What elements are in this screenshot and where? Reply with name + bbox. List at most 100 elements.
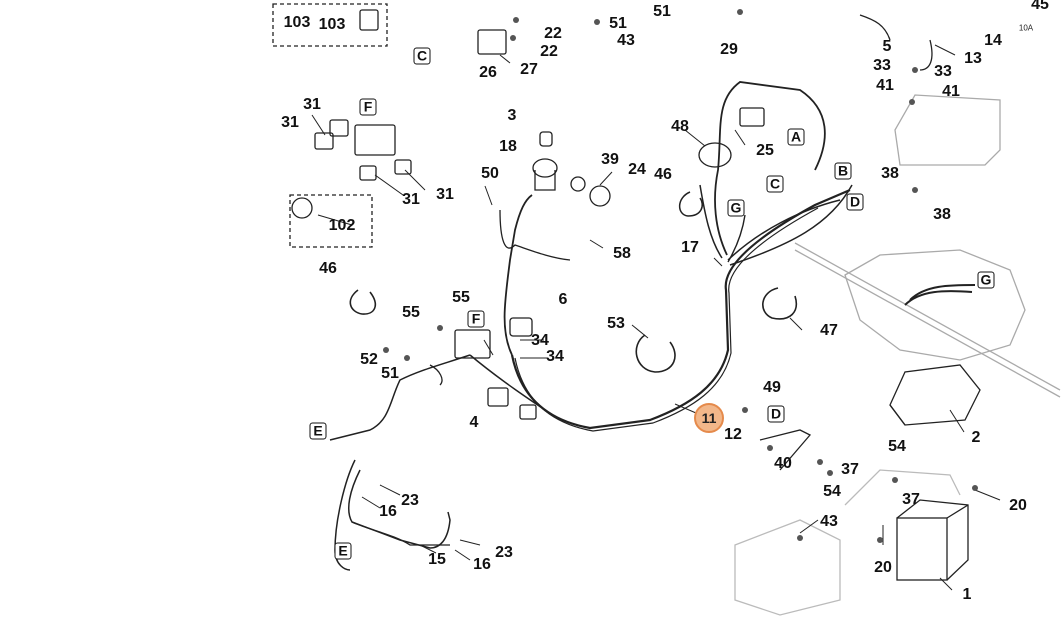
fastener-9 xyxy=(972,485,978,491)
horn-48 xyxy=(698,142,732,168)
connector-marker-F: F xyxy=(467,310,485,328)
fastener-16 xyxy=(737,9,743,15)
fastener-4 xyxy=(742,407,748,413)
callout-31b: 31 xyxy=(281,114,299,131)
connector-marker-B: B xyxy=(834,162,852,180)
callout-23b: 23 xyxy=(495,544,513,561)
callout-39: 39 xyxy=(601,151,619,168)
callout-53: 53 xyxy=(607,315,625,332)
frame-lower xyxy=(734,519,841,616)
callout-13: 13 xyxy=(964,50,982,67)
key-switch-18 xyxy=(532,158,558,178)
callout-14: 14 xyxy=(984,32,1002,49)
callout-55a: 55 xyxy=(402,304,420,321)
callout-22b: 22 xyxy=(540,43,558,60)
cover-2 xyxy=(889,364,981,426)
fuse-box-top xyxy=(354,124,396,156)
callout-103a: 103 xyxy=(283,14,311,31)
callout-48: 48 xyxy=(671,118,689,135)
callout-18: 18 xyxy=(499,138,517,155)
callout-43b: 43 xyxy=(820,513,838,530)
bracket-top-right xyxy=(894,94,1001,166)
fastener-11 xyxy=(797,535,803,541)
callout-20b: 20 xyxy=(874,559,892,576)
callout-29: 29 xyxy=(720,41,738,58)
callout-51b: 51 xyxy=(653,3,671,20)
callout-55b: 55 xyxy=(452,289,470,306)
hour-meter-24 xyxy=(589,185,611,207)
module-27 xyxy=(477,29,507,55)
fastener-7 xyxy=(827,470,833,476)
fastener-10 xyxy=(877,537,883,543)
callout-52: 52 xyxy=(360,351,378,368)
callout-54b: 54 xyxy=(823,483,841,500)
fastener-5 xyxy=(767,445,773,451)
hour-meter-102 xyxy=(291,197,313,219)
connector-marker-E-upper: E xyxy=(309,422,327,440)
battery-1 xyxy=(896,517,948,581)
callout-2: 2 xyxy=(971,429,981,446)
connector-marker-C: C xyxy=(766,175,784,193)
callout-46b: 46 xyxy=(319,260,337,277)
switch-25 xyxy=(739,107,765,127)
callout-5: 5 xyxy=(882,38,892,55)
callout-51c: 51 xyxy=(381,365,399,382)
relay-4a xyxy=(487,387,509,407)
callout-38a: 38 xyxy=(881,165,899,182)
connector-marker-E-lower: E xyxy=(334,542,352,560)
callout-4: 4 xyxy=(469,414,479,431)
connector-marker-D: D xyxy=(846,193,864,211)
callout-31d: 31 xyxy=(436,186,454,203)
callout-26: 26 xyxy=(479,64,497,81)
fastener-3 xyxy=(383,347,389,353)
callout-15: 15 xyxy=(428,551,446,568)
callout-37a: 37 xyxy=(841,461,859,478)
connector-marker-D-lower: D xyxy=(767,405,785,423)
detail-box-103 xyxy=(272,3,388,47)
callout-12: 12 xyxy=(724,426,742,443)
callout-25: 25 xyxy=(756,142,774,159)
fastener-14 xyxy=(909,99,915,105)
callout-102: 102 xyxy=(328,217,356,234)
callout-50: 50 xyxy=(481,165,499,182)
callout-46a: 46 xyxy=(654,166,672,183)
connector-marker-G-transmission: G xyxy=(977,271,995,289)
callout-16a: 16 xyxy=(379,503,397,520)
fastener-2 xyxy=(404,355,410,361)
fastener-13 xyxy=(912,67,918,73)
callout-38b: 38 xyxy=(933,206,951,223)
callout-34b: 34 xyxy=(546,348,564,365)
fuse-label: 10A xyxy=(1018,23,1034,33)
transmission xyxy=(844,249,1026,361)
snap-ring-46b xyxy=(678,191,703,217)
callout-51a: 51 xyxy=(609,15,627,32)
connector-marker-C-top: C xyxy=(413,47,431,65)
relay-103 xyxy=(359,9,379,31)
callout-16b: 16 xyxy=(473,556,491,573)
callout-41b: 41 xyxy=(942,83,960,100)
callout-34a: 34 xyxy=(531,332,549,349)
callout-1: 1 xyxy=(962,586,972,603)
fastener-1 xyxy=(437,325,443,331)
key-3 xyxy=(539,131,553,147)
relay-31d xyxy=(394,159,412,175)
fastener-8 xyxy=(892,477,898,483)
callout-11-highlighted[interactable]: 11 xyxy=(694,403,724,433)
main-harness-path xyxy=(510,188,851,430)
callout-37b: 37 xyxy=(902,491,920,508)
callout-47: 47 xyxy=(820,322,838,339)
relay-4b xyxy=(519,404,537,420)
relay-31c xyxy=(359,165,377,181)
callout-31a: 31 xyxy=(303,96,321,113)
switch-6 xyxy=(509,317,533,337)
snap-ring-47 xyxy=(762,287,797,320)
callout-103b: 103 xyxy=(318,16,346,33)
fastener-12 xyxy=(912,187,918,193)
connector-marker-F-top: F xyxy=(359,98,377,116)
callout-20a: 20 xyxy=(1009,497,1027,514)
callout-3: 3 xyxy=(507,107,517,124)
connector-marker-A: A xyxy=(787,128,805,146)
callout-31c: 31 xyxy=(402,191,420,208)
callout-58: 58 xyxy=(613,245,631,262)
